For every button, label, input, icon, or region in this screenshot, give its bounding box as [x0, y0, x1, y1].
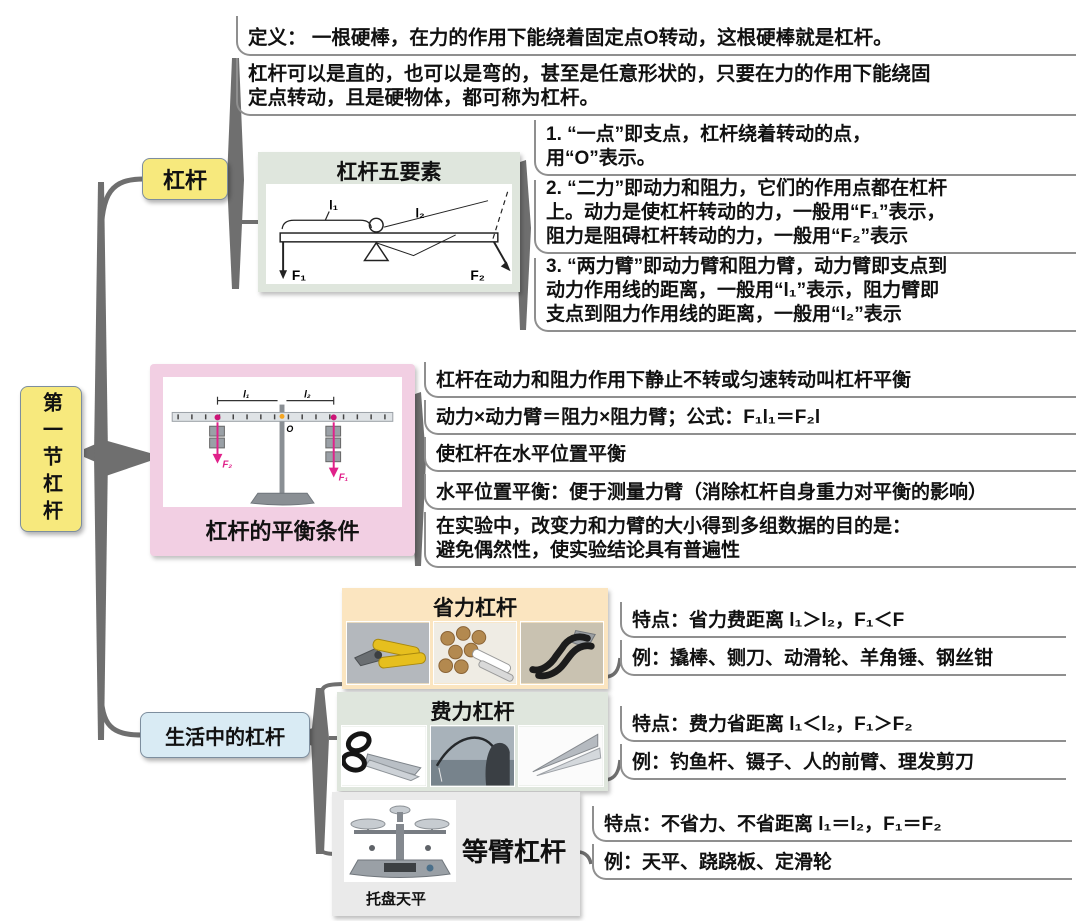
box-five-elements-title: 杠杆五要素: [336, 161, 442, 184]
photo-nail-nipper: [520, 621, 604, 685]
topic-point-fulcrum[interactable]: 1. “一点”即支点，杠杆绕着转动的点， 用“O”表示。: [534, 120, 1076, 176]
topic-equal-arm-feature[interactable]: 特点：不省力、不省距离 l₁＝l₂，F₁＝F₂: [592, 806, 1072, 842]
label-f2: F₂: [222, 460, 232, 471]
photo-balance-scale: [344, 800, 456, 882]
label-l2: l₂: [415, 205, 424, 220]
box-balance-condition[interactable]: l₁ l₂ O F₂ F₁ 杠杆的平衡条件: [150, 364, 415, 556]
balance-diagram-panel: l₁ l₂ O F₂ F₁: [163, 377, 402, 507]
box-force-saving-title: 省力杠杆: [433, 597, 517, 620]
root-node-lesson-lever[interactable]: 第一节杠杆: [20, 386, 82, 532]
topic-balance-definition[interactable]: 杠杆在动力和阻力作用下静止不转或匀速转动叫杠杆平衡: [424, 362, 1076, 398]
topic-force-saving-feature[interactable]: 特点：省力费距离 l₁＞l₂，F₁＜F: [620, 602, 1066, 638]
photo-tweezers: [518, 725, 605, 787]
box-five-elements[interactable]: 杠杆五要素 l₁ l₂ F₁ F₂: [258, 152, 520, 292]
node-levers-in-life[interactable]: 生活中的杠杆: [140, 712, 310, 758]
topic-force-saving-examples[interactable]: 例：撬棒、铡刀、动滑轮、羊角锤、钢丝钳: [620, 640, 1066, 676]
node-levers-in-life-label: 生活中的杠杆: [165, 726, 285, 749]
box-force-costing-lever[interactable]: 费力杠杆: [337, 692, 608, 791]
photo-scissors: [341, 725, 427, 787]
photo-nutcracker: [433, 621, 517, 685]
five-elements-diagram-panel: l₁ l₂ F₁ F₂: [266, 184, 512, 284]
label-f1: F₁: [339, 472, 348, 483]
topic-experiment-purpose[interactable]: 在实验中，改变力和力臂的大小得到多组数据的目的是： 避免偶然性，使实验结论具有普…: [424, 512, 1076, 568]
topic-force-costing-feature[interactable]: 特点：费力省距离 l₁＜l₂，F₁＞F₂: [620, 706, 1066, 742]
box-balance-condition-title: 杠杆的平衡条件: [205, 519, 360, 544]
topic-point-forces[interactable]: 2. “二力”即动力和阻力，它们的作用点都在杠杆 上。动力是使杠杆转动的力，一般…: [534, 178, 1076, 254]
box-force-saving-lever[interactable]: 省力杠杆: [342, 588, 608, 689]
box-force-costing-title: 费力杠杆: [430, 701, 515, 724]
topic-lever-shape-note[interactable]: 杠杆可以是直的，也可以是弯的，甚至是任意形状的，只要在力的作用下能绕固 定点转动…: [236, 58, 1076, 116]
node-lever[interactable]: 杠杆: [142, 158, 228, 200]
topic-lever-definition[interactable]: 定义： 一根硬棒，在力的作用下能绕着固定点O转动，这根硬棒就是杠杆。: [236, 16, 1076, 56]
photo-balance-scale-panel: [344, 800, 456, 882]
box-equal-arm-lever[interactable]: 等臂杠杆 托盘天平: [332, 792, 580, 916]
topic-force-costing-examples[interactable]: 例：钓鱼杆、镊子、人的前臂、理发剪刀: [620, 744, 1066, 780]
label-l2: l₂: [304, 390, 311, 401]
balance-scale-caption: 托盘天平: [366, 891, 427, 908]
photo-pliers: [346, 621, 430, 685]
topic-balance-formula[interactable]: 动力×动力臂＝阻力×阻力臂；公式：F₁l₁＝F₂l: [424, 400, 1076, 435]
lever-schematic-diagram: l₁ l₂ F₁ F₂: [279, 191, 511, 283]
node-lever-label: 杠杆: [162, 168, 207, 193]
label-o: O: [286, 424, 293, 434]
root-node-label: 第一节杠杆: [39, 391, 62, 527]
photo-fishing-rod: [429, 725, 516, 787]
label-l1: l₁: [329, 197, 338, 212]
topic-equal-arm-examples[interactable]: 例：天平、跷跷板、定滑轮: [592, 844, 1072, 880]
topic-point-arms[interactable]: 3. “两力臂”即动力臂和阻力臂，动力臂即支点到 动力作用线的距离，一般用“l₁…: [534, 256, 1076, 332]
topic-horizontal-balance-reason[interactable]: 水平位置平衡：便于测量力臂（消除杠杆自身重力对平衡的影响）: [424, 474, 1076, 510]
topic-horizontal-balance[interactable]: 使杠杆在水平位置平衡: [424, 437, 1076, 472]
label-f1: F₁: [292, 268, 306, 283]
label-l1: l₁: [243, 390, 249, 401]
balance-apparatus-diagram: l₁ l₂ O F₂ F₁: [171, 390, 394, 506]
box-equal-arm-title: 等臂杠杆: [462, 837, 567, 867]
label-f2: F₂: [470, 268, 484, 283]
